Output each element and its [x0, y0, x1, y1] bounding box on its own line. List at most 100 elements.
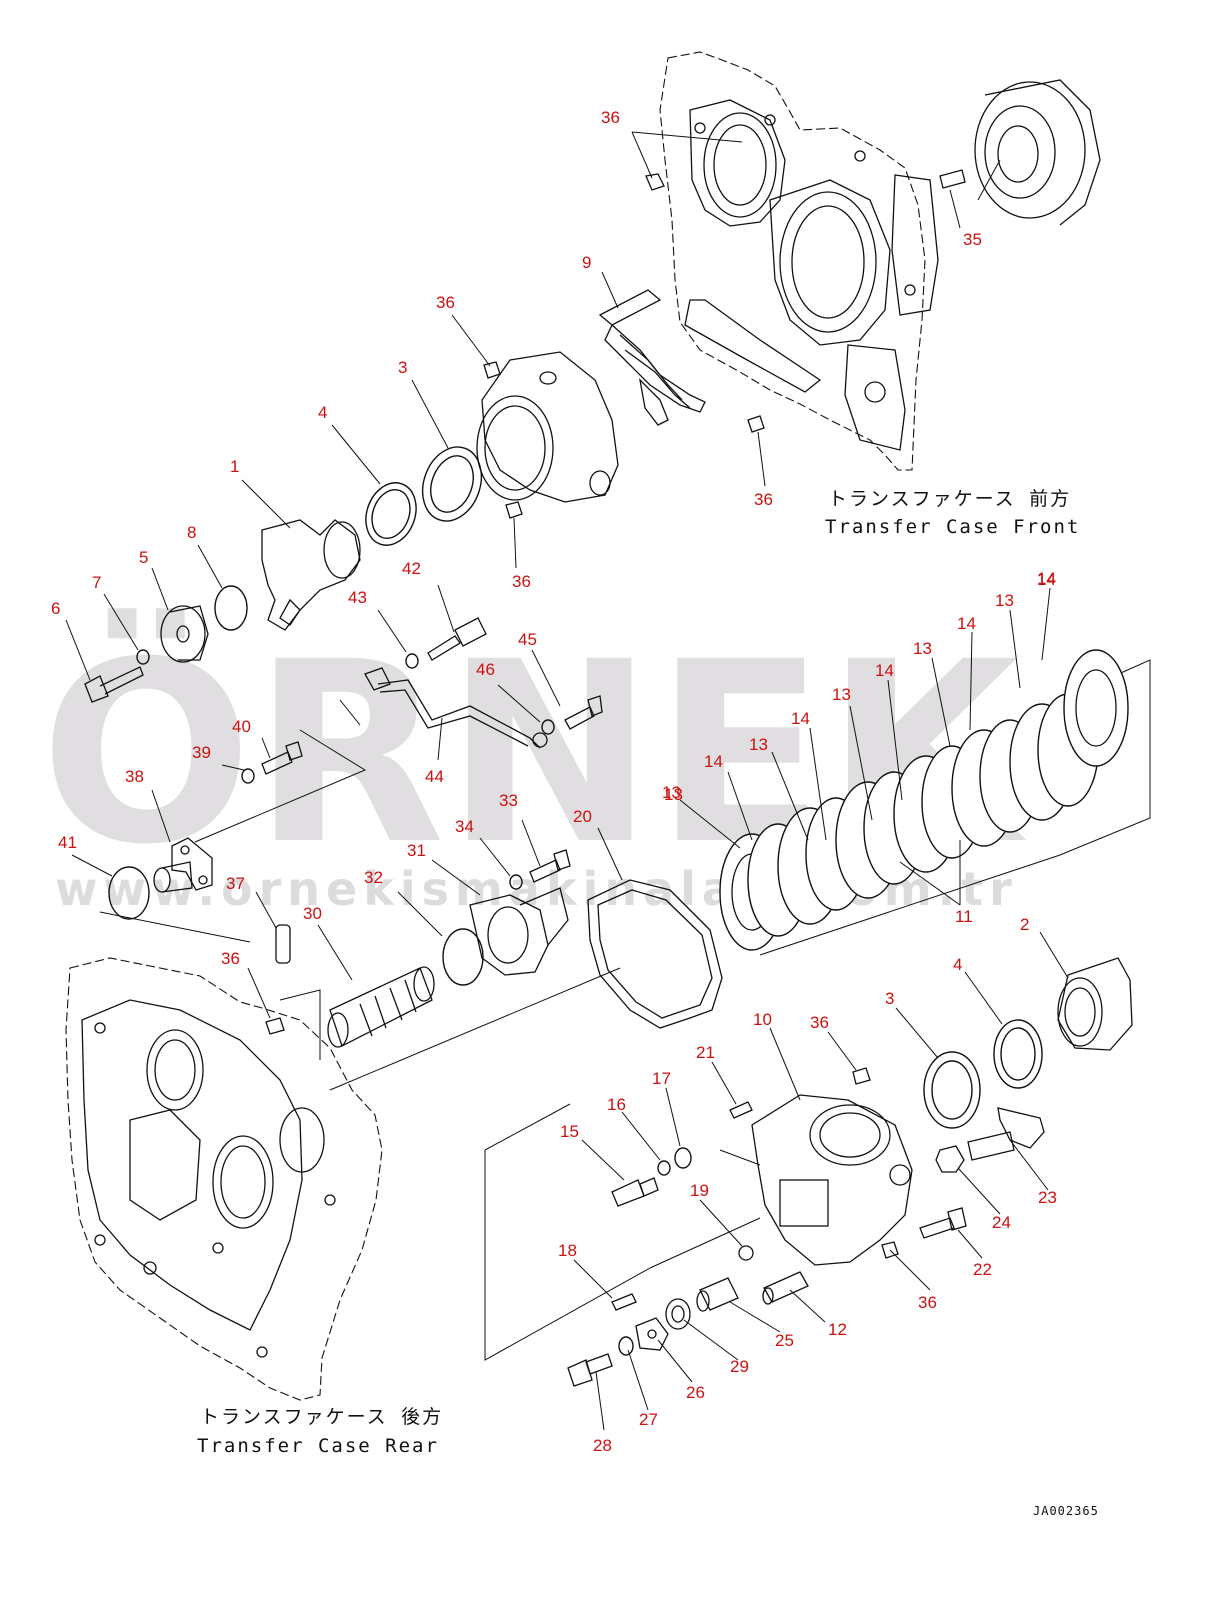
- pin-21: [729, 1101, 753, 1119]
- caption-front-en: Transfer Case Front: [825, 516, 1080, 538]
- bolt-6: [84, 666, 144, 703]
- shift-lever-23: [967, 1107, 1045, 1161]
- transfer-case-rear: [65, 957, 383, 1401]
- o-ring-41: [108, 866, 150, 920]
- callout-label: 22: [973, 1260, 992, 1279]
- callout-label: 31: [407, 841, 426, 860]
- callout-label: 2: [1020, 915, 1029, 934]
- snap-ring-4-top: [365, 482, 417, 546]
- callout-label: 14: [1037, 569, 1056, 588]
- callout-label: 32: [364, 868, 383, 887]
- callout-label: 9: [582, 253, 591, 272]
- washer-43: [405, 653, 419, 669]
- callout-label: 28: [593, 1436, 612, 1455]
- plate-26: [635, 1317, 669, 1351]
- pin-37: [275, 924, 291, 964]
- callout-label: 16: [607, 1095, 626, 1114]
- housing-10: [751, 1094, 913, 1266]
- callout-labels: 36 9 35 36 3 4 1 36 8 5 7 6 42 43 45 46 …: [51, 108, 1057, 1455]
- callout-label: 39: [192, 743, 211, 762]
- callout-leaders: [65, 131, 1069, 1431]
- callout-label: 3: [398, 358, 407, 377]
- bolt-40: [261, 741, 303, 775]
- callout-label: 14: [791, 709, 810, 728]
- bolt-28: [567, 1353, 613, 1387]
- washer-16: [657, 1160, 671, 1176]
- callout-label: 13: [913, 639, 932, 658]
- washer-5: [160, 605, 209, 663]
- callout-label: 1: [230, 457, 239, 476]
- callout-label: 13: [662, 783, 681, 802]
- callout-label: 46: [476, 660, 495, 679]
- washer-27: [618, 1336, 634, 1356]
- callout-label: 27: [639, 1410, 658, 1429]
- callout-label: 36: [918, 1293, 937, 1312]
- bolt-22: [919, 1207, 967, 1239]
- callout-label: 7: [92, 573, 101, 592]
- bolt-33: [529, 849, 571, 883]
- callout-label: 33: [499, 791, 518, 810]
- callout-label: 36: [754, 490, 773, 509]
- plugs-36: [265, 173, 899, 1259]
- bearing-cage: [476, 351, 619, 503]
- callout-label: 14: [1037, 570, 1056, 589]
- callout-label: 37: [226, 874, 245, 893]
- callout-label: 36: [436, 293, 455, 312]
- callout-label: 4: [953, 955, 962, 974]
- yoke: [261, 519, 361, 631]
- bearing-ring-3-lower: [923, 1051, 981, 1129]
- callout-label: 17: [652, 1069, 671, 1088]
- snap-ring-4-lower: [993, 1019, 1043, 1089]
- sensor-42: [427, 617, 487, 661]
- callout-label: 30: [303, 904, 322, 923]
- seal-17: [674, 1147, 692, 1169]
- callout-label: 10: [753, 1010, 772, 1029]
- bolt-15: [611, 1177, 659, 1207]
- callout-label: 41: [58, 833, 77, 852]
- callout-label: 13: [832, 685, 851, 704]
- oil-tube-44: [364, 667, 548, 749]
- caption-rear-jp: トランスファケース 後方: [200, 1406, 443, 1428]
- callout-label: 13: [995, 591, 1014, 610]
- callout-label: 24: [992, 1213, 1011, 1232]
- callout-label: 6: [51, 599, 60, 618]
- front-output-gear: [939, 79, 1101, 226]
- callout-label: 38: [125, 767, 144, 786]
- callout-label: 36: [221, 949, 240, 968]
- bolt-45: [564, 695, 603, 730]
- cover-38: [153, 837, 213, 893]
- callout-label: 14: [704, 752, 723, 771]
- callout-label: 40: [232, 717, 251, 736]
- callout-label: 18: [558, 1241, 577, 1260]
- shift-fork-set: [598, 289, 706, 426]
- shaft-30: [327, 966, 435, 1048]
- gasket-20: [587, 879, 723, 1029]
- washer-34: [509, 874, 523, 890]
- callout-label: 43: [348, 588, 367, 607]
- callout-label: 13: [749, 735, 768, 754]
- callout-label: 13: [664, 785, 683, 804]
- callout-label: 19: [690, 1181, 709, 1200]
- caption-rear-en: Transfer Case Rear: [197, 1435, 439, 1457]
- cover-31: [469, 887, 569, 976]
- bearing-ring-3-top: [421, 446, 483, 522]
- callout-label: 14: [875, 661, 894, 680]
- clutch-pack: [719, 649, 1151, 956]
- bushing-25: [696, 1277, 739, 1312]
- nut-24: [935, 1145, 965, 1173]
- pin-12: [762, 1271, 809, 1305]
- o-ring-8: [214, 585, 248, 631]
- o-ring-32: [442, 928, 484, 986]
- spacer-29: [665, 1298, 691, 1330]
- callout-label: 36: [810, 1013, 829, 1032]
- callout-label: 12: [828, 1320, 847, 1339]
- callout-label: 15: [560, 1122, 579, 1141]
- callout-label: 44: [425, 767, 444, 786]
- pin-18: [611, 1293, 637, 1311]
- callout-label: 5: [139, 548, 148, 567]
- callout-label: 36: [512, 572, 531, 591]
- ball-19: [738, 1245, 754, 1261]
- callout-label: 20: [573, 807, 592, 826]
- callout-label: 21: [696, 1043, 715, 1062]
